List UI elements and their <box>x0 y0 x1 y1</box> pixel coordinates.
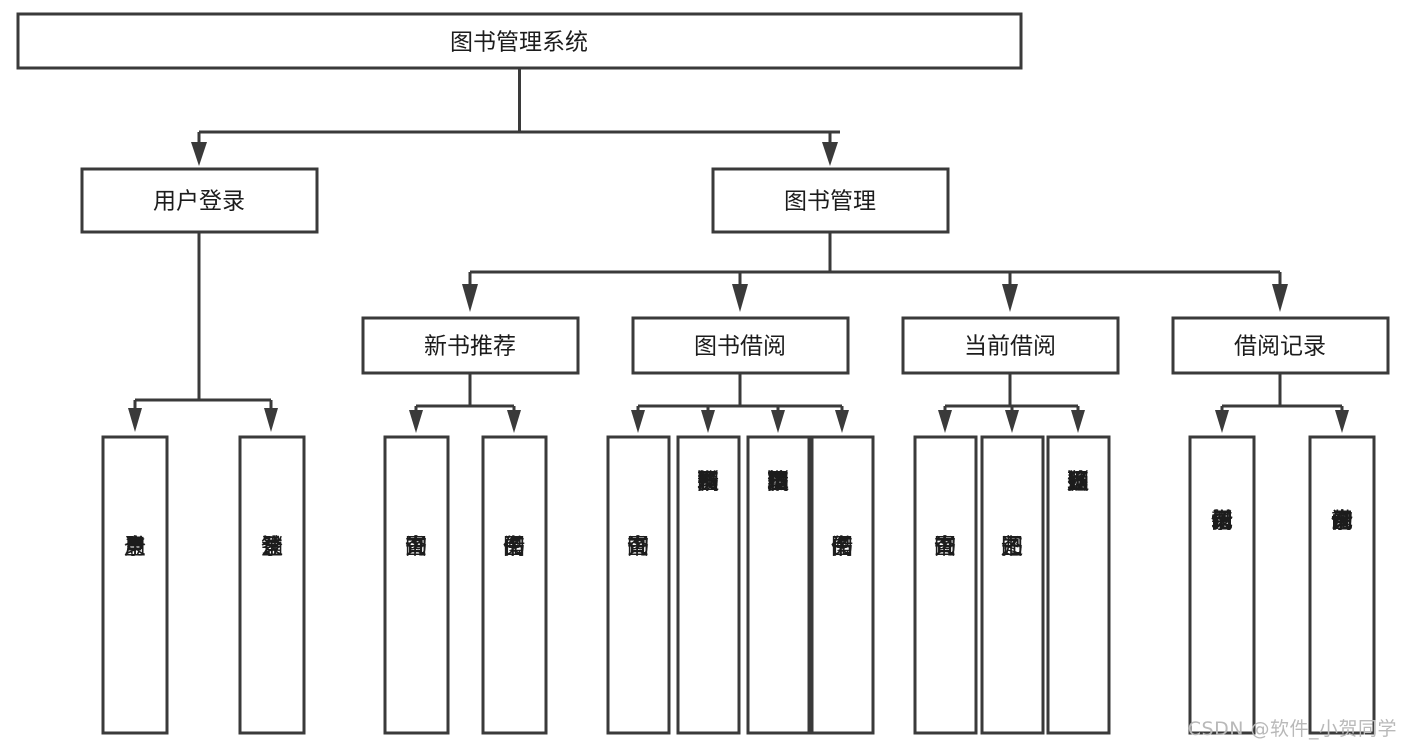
leaf-current-borrow-2-box[interactable] <box>980 435 1045 735</box>
leaf-borrow-record-2[interactable]: 查询借阅记录 <box>1308 435 1376 735</box>
arrow-ul-2 <box>264 408 278 432</box>
leaf-current-borrow-3-box[interactable] <box>1046 435 1111 735</box>
leaf-user-login-2-box[interactable] <box>238 435 306 735</box>
leaf-user-login-2[interactable]: 注销登录 <box>238 435 306 735</box>
arrow-nbr-2 <box>507 410 521 433</box>
node-user-login[interactable]: 用户登录 <box>80 167 319 234</box>
node-new-book-recommend-box[interactable] <box>361 316 580 375</box>
node-current-borrow-label: 当前借阅 <box>964 334 1056 360</box>
arrow-bb-4 <box>835 410 849 433</box>
leaf-book-borrow-2-label: 新增图书（管理员） <box>697 470 719 495</box>
leaf-borrow-record-1[interactable]: 新增借阅记录 <box>1188 435 1256 735</box>
leaf-current-borrow-3[interactable]: 确认归还（管理员） <box>1046 435 1111 735</box>
leaf-book-borrow-4-label: 借阅图书 <box>831 535 853 560</box>
leaf-new-book-recommend-2-label: 借阅图书 <box>503 535 525 560</box>
arrow-l3-3 <box>1002 284 1018 312</box>
node-book-borrow-box[interactable] <box>631 316 850 375</box>
leaf-borrow-record-2-label: 查询借阅记录 <box>1331 509 1353 534</box>
leaf-book-borrow-2[interactable]: 新增图书（管理员） <box>676 435 741 735</box>
arrow-br-1 <box>1215 410 1229 433</box>
node-borrow-record-box[interactable] <box>1171 316 1390 375</box>
arrow-cb-2 <box>1005 410 1019 433</box>
leaf-user-login-1-box[interactable] <box>101 435 169 735</box>
node-current-borrow-box[interactable] <box>901 316 1120 375</box>
leaf-book-borrow-1-label: 查询图书 <box>627 535 649 560</box>
leaf-book-borrow-4[interactable]: 借阅图书 <box>810 435 875 735</box>
node-root-label: 图书管理系统 <box>450 30 588 56</box>
leaf-new-book-recommend-2[interactable]: 借阅图书 <box>481 435 548 735</box>
arrow-user-login <box>191 142 207 166</box>
leaf-book-borrow-2-box[interactable] <box>676 435 741 735</box>
leaf-user-login-1-label: 用户登录 <box>124 535 146 560</box>
node-new-book-recommend-label: 新书推荐 <box>424 334 516 360</box>
leaf-current-borrow-3-label: 确认归还（管理员） <box>1067 470 1089 495</box>
arrow-book-manage <box>822 142 838 166</box>
node-borrow-record[interactable]: 借阅记录 <box>1171 316 1390 375</box>
leaf-borrow-record-1-label: 新增借阅记录 <box>1211 509 1233 534</box>
leaf-current-borrow-2[interactable]: 归还图书 <box>980 435 1045 735</box>
arrow-bb-3 <box>771 410 785 433</box>
leaf-new-book-recommend-1-box[interactable] <box>383 435 450 735</box>
arrow-ul-1 <box>128 408 142 432</box>
node-book-borrow[interactable]: 图书借阅 <box>631 316 850 375</box>
arrow-cb-1 <box>938 410 952 433</box>
arrow-bb-2 <box>701 410 715 433</box>
leaf-user-login-2-label: 注销登录 <box>261 535 283 560</box>
leaf-new-book-recommend-2-box[interactable] <box>481 435 548 735</box>
leaf-new-book-recommend-1-label: 查询图书 <box>405 535 427 560</box>
node-book-borrow-label: 图书借阅 <box>694 334 786 360</box>
arrow-l3-1 <box>462 284 478 312</box>
node-book-manage[interactable]: 图书管理 <box>711 167 950 234</box>
arrow-l3-2 <box>732 284 748 312</box>
node-user-login-label: 用户登录 <box>153 189 245 215</box>
leaf-borrow-record-2-box[interactable] <box>1308 435 1376 735</box>
leaf-book-borrow-3[interactable]: 编辑图书（管理员） <box>746 435 811 735</box>
leaf-book-borrow-4-box[interactable] <box>810 435 875 735</box>
arrow-l3-4 <box>1272 284 1288 312</box>
leaf-book-borrow-3-box[interactable] <box>746 435 811 735</box>
connectors <box>128 68 1349 433</box>
node-new-book-recommend[interactable]: 新书推荐 <box>361 316 580 375</box>
leaf-book-borrow-3-label: 编辑图书（管理员） <box>767 470 789 495</box>
arrow-bb-1 <box>631 410 645 433</box>
arrow-br-2 <box>1335 410 1349 433</box>
arrow-nbr-1 <box>409 410 423 433</box>
node-book-manage-label: 图书管理 <box>784 189 876 215</box>
leaf-book-borrow-1-box[interactable] <box>606 435 671 735</box>
node-user-login-box[interactable] <box>80 167 319 234</box>
node-book-manage-box[interactable] <box>711 167 950 234</box>
leaf-current-borrow-2-label: 归还图书 <box>1001 535 1023 560</box>
leaf-current-borrow-1[interactable]: 查询图书 <box>913 435 978 735</box>
leaf-current-borrow-1-box[interactable] <box>913 435 978 735</box>
leaf-borrow-record-1-box[interactable] <box>1188 435 1256 735</box>
node-root-box[interactable] <box>16 12 1023 70</box>
leaf-new-book-recommend-1[interactable]: 查询图书 <box>383 435 450 735</box>
arrow-cb-3 <box>1071 410 1085 433</box>
leaf-book-borrow-1[interactable]: 查询图书 <box>606 435 671 735</box>
leaf-current-borrow-1-label: 查询图书 <box>934 535 956 560</box>
node-borrow-record-label: 借阅记录 <box>1234 334 1326 360</box>
leaf-user-login-1[interactable]: 用户登录 <box>101 435 169 735</box>
node-root[interactable]: 图书管理系统 <box>16 12 1023 70</box>
node-current-borrow[interactable]: 当前借阅 <box>901 316 1120 375</box>
